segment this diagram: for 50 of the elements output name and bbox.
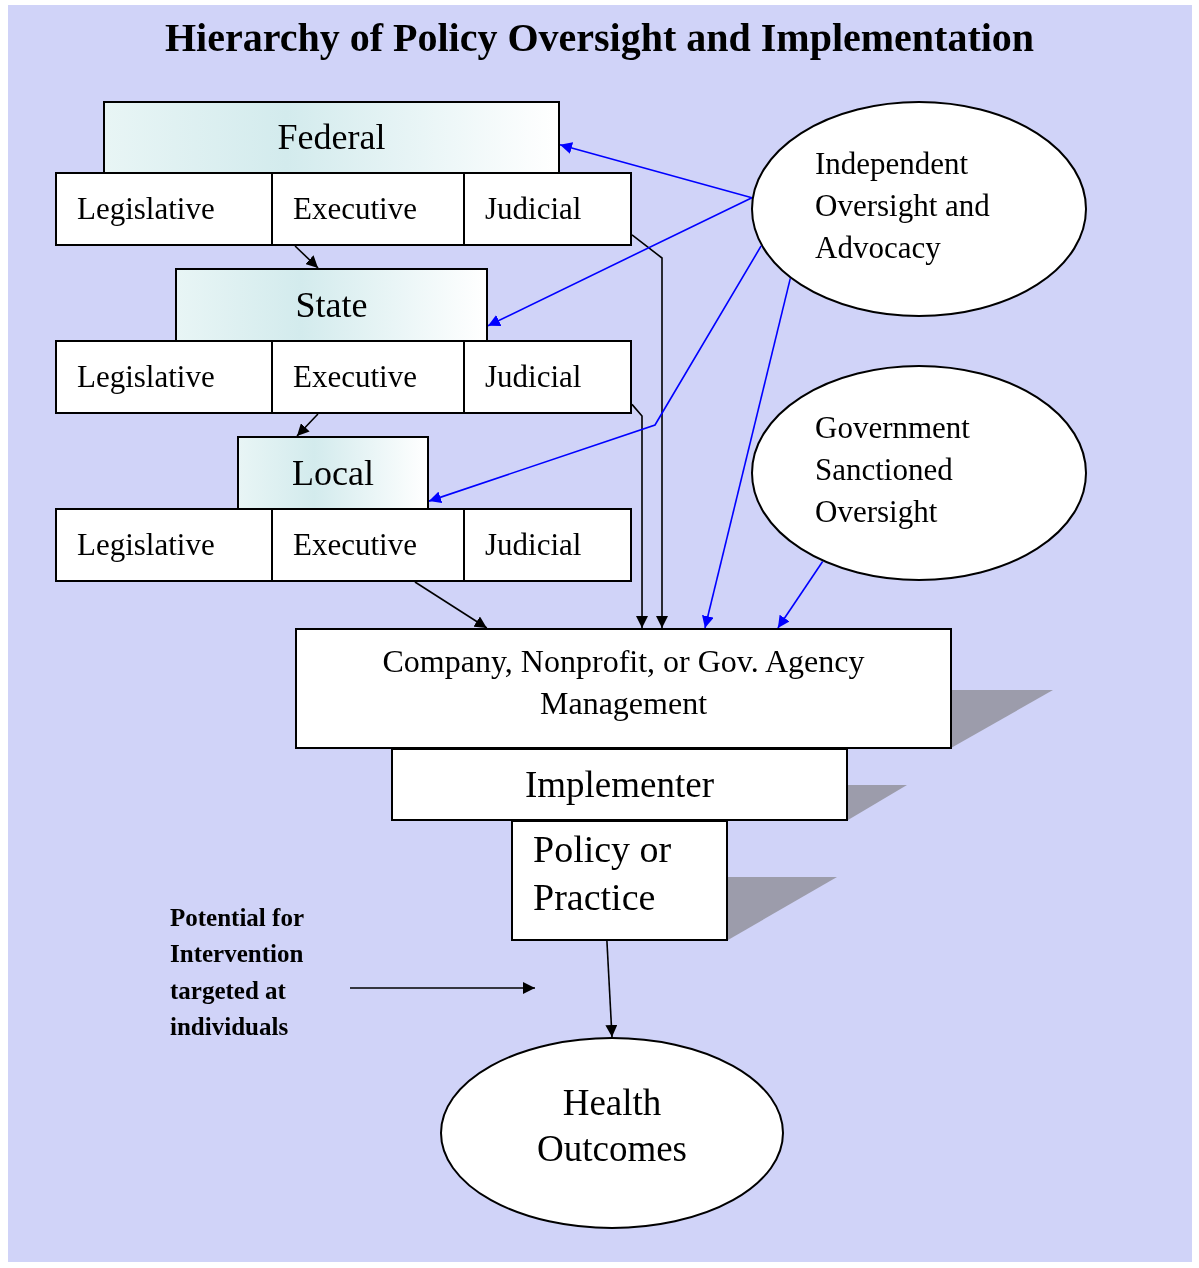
arrow [487, 196, 753, 327]
node-label: Executive [293, 190, 417, 229]
node-label: Government Sanctioned Oversight [815, 409, 971, 531]
node-label: Executive [293, 358, 417, 397]
node-label: Legislative [77, 526, 215, 565]
node-label: Local [292, 451, 374, 495]
arrow [349, 982, 536, 994]
policy-box [511, 820, 728, 941]
arrow [702, 277, 792, 629]
level-header-box [175, 268, 488, 342]
branch-box [463, 340, 632, 414]
node-label: Judicial [485, 526, 582, 565]
node-label: Legislative [77, 190, 215, 229]
branch-box [463, 172, 632, 246]
branch-box [55, 508, 273, 582]
level-header-box [237, 436, 429, 510]
arrow [631, 403, 649, 629]
node-label: Legislative [77, 358, 215, 397]
arrow [428, 245, 762, 503]
branch-box [271, 340, 465, 414]
arrow [294, 245, 319, 269]
arrow [777, 560, 824, 629]
oversight-ellipse [751, 101, 1087, 317]
oversight-ellipse [751, 365, 1087, 581]
node-label: State [295, 283, 368, 327]
node-label: Judicial [485, 358, 582, 397]
node-label: Federal [277, 116, 386, 160]
branch-box [55, 340, 273, 414]
node-label: Judicial [485, 190, 582, 229]
branch-box [55, 172, 273, 246]
implementer-box [391, 748, 848, 821]
level-header-box [103, 101, 560, 174]
management-box [295, 628, 952, 749]
node-label: Executive [293, 526, 417, 565]
branch-box [271, 172, 465, 246]
node-label: Potential for Intervention targeted at individuals [170, 903, 305, 1042]
branch-box [271, 508, 465, 582]
node-label: Independent Oversight and Advocacy [815, 145, 991, 267]
arrow [631, 234, 668, 629]
outcome-ellipse [440, 1037, 784, 1229]
arrow [414, 581, 488, 629]
arrow [605, 940, 618, 1038]
arrow [559, 142, 753, 199]
node-label: Health Outcomes [536, 1080, 688, 1171]
node-label: Policy or Practice [533, 827, 673, 920]
branch-box [463, 508, 632, 582]
arrow [296, 413, 319, 437]
node-label: Company, Nonprofit, or Gov. Agency Management [381, 641, 866, 723]
node-label: Implementer [525, 762, 714, 807]
diagram-title: Hierarchy of Policy Oversight and Implementation [163, 14, 1036, 61]
